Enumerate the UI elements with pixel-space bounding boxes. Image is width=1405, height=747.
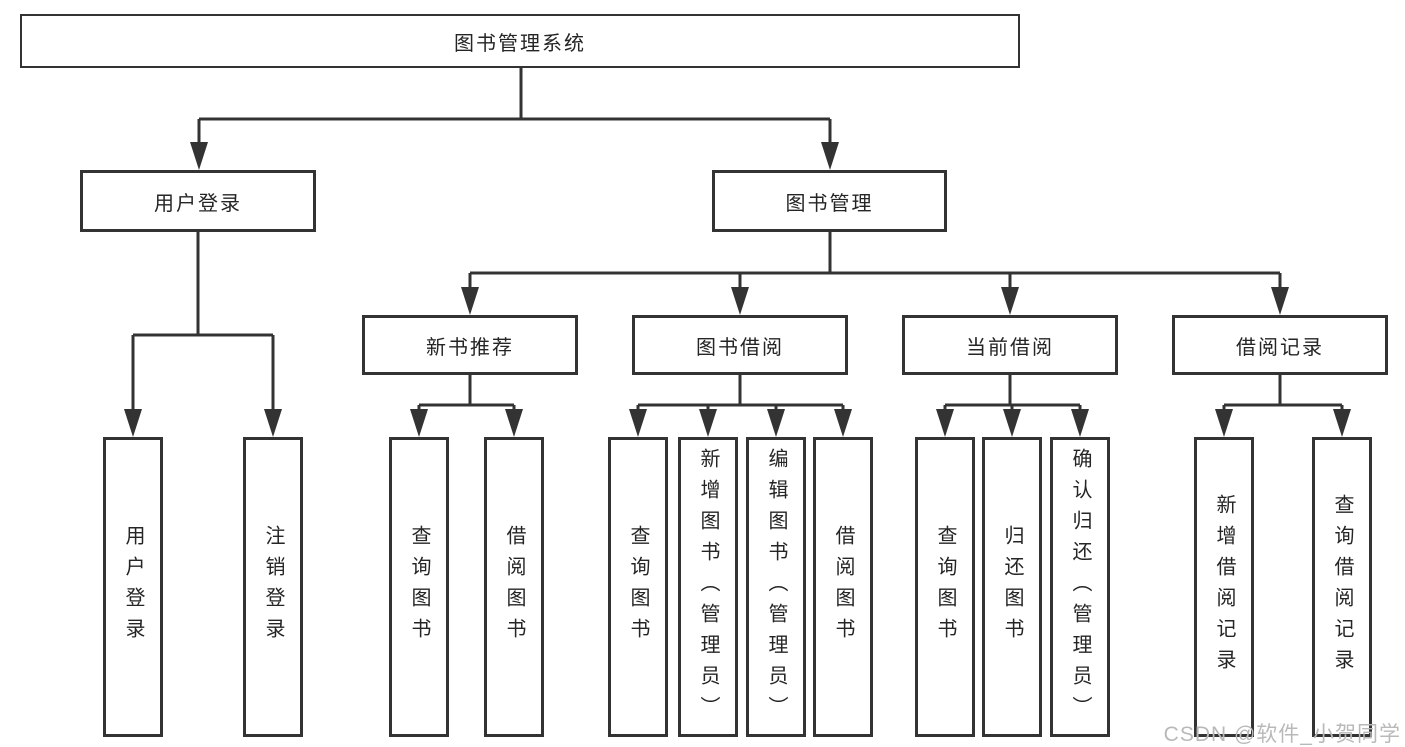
- leaf-logout: 注销登录: [243, 437, 303, 737]
- leaf-user-login: 用户登录: [103, 437, 163, 737]
- node-label: 新增图书（管理员）: [697, 447, 719, 727]
- node-label: 图书借阅: [696, 336, 784, 359]
- arrowhead: [124, 409, 282, 437]
- leaf-borrow-books: 借阅图书: [813, 437, 873, 737]
- node-label: 新书推荐: [426, 336, 514, 359]
- leaf-edit-books-admin: 编辑图书（管理员）: [746, 437, 806, 737]
- leaf-add-books-admin: 新增图书（管理员）: [678, 437, 738, 737]
- connector-current-borrow-to-leaves: [936, 375, 1089, 437]
- node-label: 注销登录: [262, 525, 284, 649]
- node-label: 查询图书: [627, 525, 649, 649]
- leaf-add-borrow-record: 新增借阅记录: [1194, 437, 1254, 737]
- csdn-watermark: CSDN @软件_小贺同学: [1163, 723, 1401, 746]
- node-label: 新增借阅记录: [1213, 494, 1235, 680]
- connector-borrow-records-to-leaves: [1215, 375, 1351, 437]
- connector-book-management-to-level3: [461, 232, 1289, 315]
- leaf-query-books-current: 查询图书: [915, 437, 975, 737]
- node-label: 用户登录: [154, 192, 242, 215]
- connector-user-login-to-leaves: [124, 232, 282, 437]
- node-label: 用户登录: [122, 525, 144, 649]
- node-book-borrow: 图书借阅: [632, 315, 848, 375]
- leaf-query-books-recommend: 查询图书: [389, 437, 449, 737]
- node-label: 查询借阅记录: [1331, 494, 1353, 680]
- arrowhead: [190, 142, 839, 170]
- node-label: 图书管理: [785, 192, 874, 215]
- leaf-query-books-borrow: 查询图书: [608, 437, 668, 737]
- arrowhead: [1215, 409, 1351, 437]
- arrowhead: [461, 287, 1289, 315]
- node-current-borrow: 当前借阅: [902, 315, 1118, 375]
- connector-new-book-recommend-to-leaves: [410, 375, 523, 437]
- leaf-confirm-return-admin: 确认归还（管理员）: [1050, 437, 1110, 737]
- arrowhead: [629, 409, 852, 437]
- node-label: 编辑图书（管理员）: [765, 447, 787, 727]
- node-label: 确认归还（管理员）: [1069, 447, 1091, 727]
- leaf-borrow-books-recommend: 借阅图书: [484, 437, 544, 737]
- leaf-return-books: 归还图书: [982, 437, 1042, 737]
- arrowhead: [936, 409, 1089, 437]
- node-root-system: 图书管理系统: [20, 14, 1020, 68]
- node-new-book-recommend: 新书推荐: [362, 315, 578, 375]
- arrowhead: [410, 409, 523, 437]
- node-label: 借阅图书: [832, 525, 854, 649]
- connector-book-borrow-to-leaves: [629, 375, 852, 437]
- leaf-query-borrow-record: 查询借阅记录: [1312, 437, 1372, 737]
- node-label: 归还图书: [1001, 525, 1023, 649]
- node-label: 借阅记录: [1236, 336, 1324, 359]
- connector-root-to-level2: [190, 68, 839, 170]
- node-label: 当前借阅: [966, 336, 1054, 359]
- node-book-management: 图书管理: [712, 170, 947, 232]
- node-label: 查询图书: [934, 525, 956, 649]
- node-user-login: 用户登录: [80, 170, 316, 232]
- node-label: 借阅图书: [503, 525, 525, 649]
- node-label: 查询图书: [408, 525, 430, 649]
- node-label: 图书管理系统: [454, 32, 586, 55]
- node-borrow-records: 借阅记录: [1172, 315, 1388, 375]
